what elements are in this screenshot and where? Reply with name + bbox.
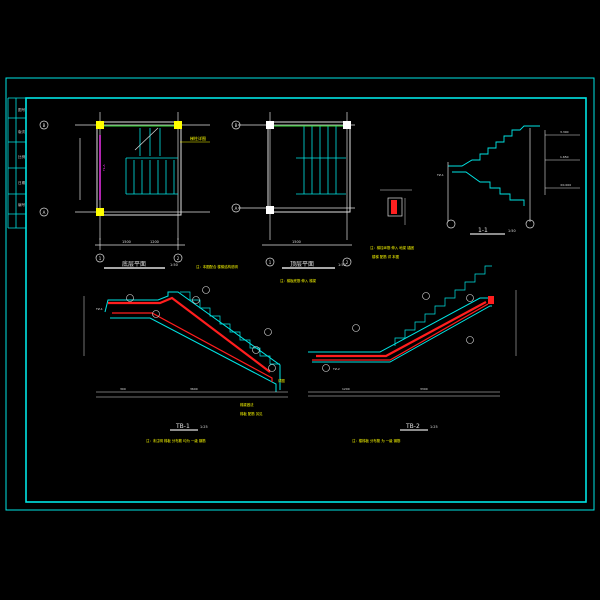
note-3: 注：梯柱纵筋 伸入 地梁 锚固	[370, 245, 415, 250]
tb1-scale: 1:25	[200, 425, 208, 429]
section-11-label: TZ-1	[436, 173, 444, 177]
plan-first-note-label: TL-A	[102, 164, 106, 172]
note-2: 注：梯板底筋 伸入 梯梁	[280, 278, 317, 283]
plan-first-axis-B: B	[43, 123, 46, 128]
plan-first-axis-2: 2	[177, 256, 180, 261]
title-cell-1: 版次	[18, 129, 26, 134]
stair-slab-tb1: TZ-1 300 3600 详图 TB-1 1:25	[83, 286, 288, 431]
note-8: 梯板 配筋 另见	[240, 411, 263, 416]
section-11-scale: 1:50	[508, 229, 516, 233]
title-cell-4: 编号	[18, 202, 26, 207]
plan-top-axis-A: A	[235, 206, 238, 211]
note-6: 注：楼梯板 分布筋 为 一级 钢筋	[352, 438, 401, 443]
plan-first-floor: B A 1 2 梯柱详图 1500 1200 底层平面 1:50 TL-A	[39, 112, 210, 269]
plan-top-title: 顶层平面	[290, 261, 314, 268]
plan-first-dim-2: 1200	[150, 240, 159, 244]
note-1: 注：本图配合 楼梯结构说明	[196, 264, 238, 269]
tb1-title: TB-1	[175, 423, 190, 430]
title-cell-3: 日期	[18, 180, 26, 185]
section-11-title: 1-1	[478, 227, 488, 234]
tb2-label: TZ-2	[332, 367, 340, 371]
tb1-dim-0: 300	[120, 387, 126, 391]
plan-top-axis-2: 2	[346, 260, 349, 265]
tb2-dim-0: 1200	[342, 387, 350, 391]
inner-frame	[25, 97, 587, 503]
title-strip-text: 图号 版次 比例 日期 编号	[18, 107, 26, 207]
column-detail	[380, 189, 412, 225]
tb2-scale: 1:25	[430, 425, 438, 429]
plan-top-axis-B: B	[235, 123, 238, 128]
title-cell-0: 图号	[18, 107, 26, 112]
plan-top-axis-1: 1	[269, 260, 272, 265]
note-4: 梯梁做法	[240, 402, 254, 407]
tb2-title: TB-2	[405, 423, 420, 430]
level-mark-1: 1.650	[560, 155, 569, 159]
note-5: 注：未注明 梯板 分布筋 均为 一级 钢筋	[146, 438, 206, 443]
plan-first-callout: 梯柱详图	[190, 135, 206, 141]
plan-top-scale: 1:50	[338, 263, 346, 267]
plan-top-dim-0: 1500	[292, 240, 301, 244]
note-7: 楼梯 配筋 详 本图	[372, 254, 400, 259]
tb1-label: TZ-1	[95, 307, 103, 311]
outer-frame	[5, 77, 595, 511]
plan-first-axis-A: A	[43, 210, 46, 215]
plan-first-axis-1: 1	[99, 256, 102, 261]
title-strip	[7, 97, 26, 229]
stair-slab-tb2: TZ-2 1200 3300 TB-2 1:25	[308, 265, 517, 431]
level-mark-2: ±0.000	[560, 183, 571, 187]
tb1-dim-1: 3600	[190, 387, 198, 391]
plan-first-scale: 1:50	[170, 263, 178, 267]
level-mark-0: 3.300	[560, 130, 569, 134]
plan-first-dim-0: 1500	[122, 240, 131, 244]
section-1-1: 3.300 1.650 ±0.000 TZ-1 1-1 1:50	[436, 125, 580, 235]
tb2-dim-1: 3300	[420, 387, 428, 391]
plan-top-floor: B A 1 2 1500 顶层平面 1:50	[231, 112, 355, 269]
tb1-callout: 详图	[278, 378, 285, 383]
plan-first-title: 底层平面	[122, 260, 146, 268]
title-cell-2: 比例	[18, 154, 26, 159]
